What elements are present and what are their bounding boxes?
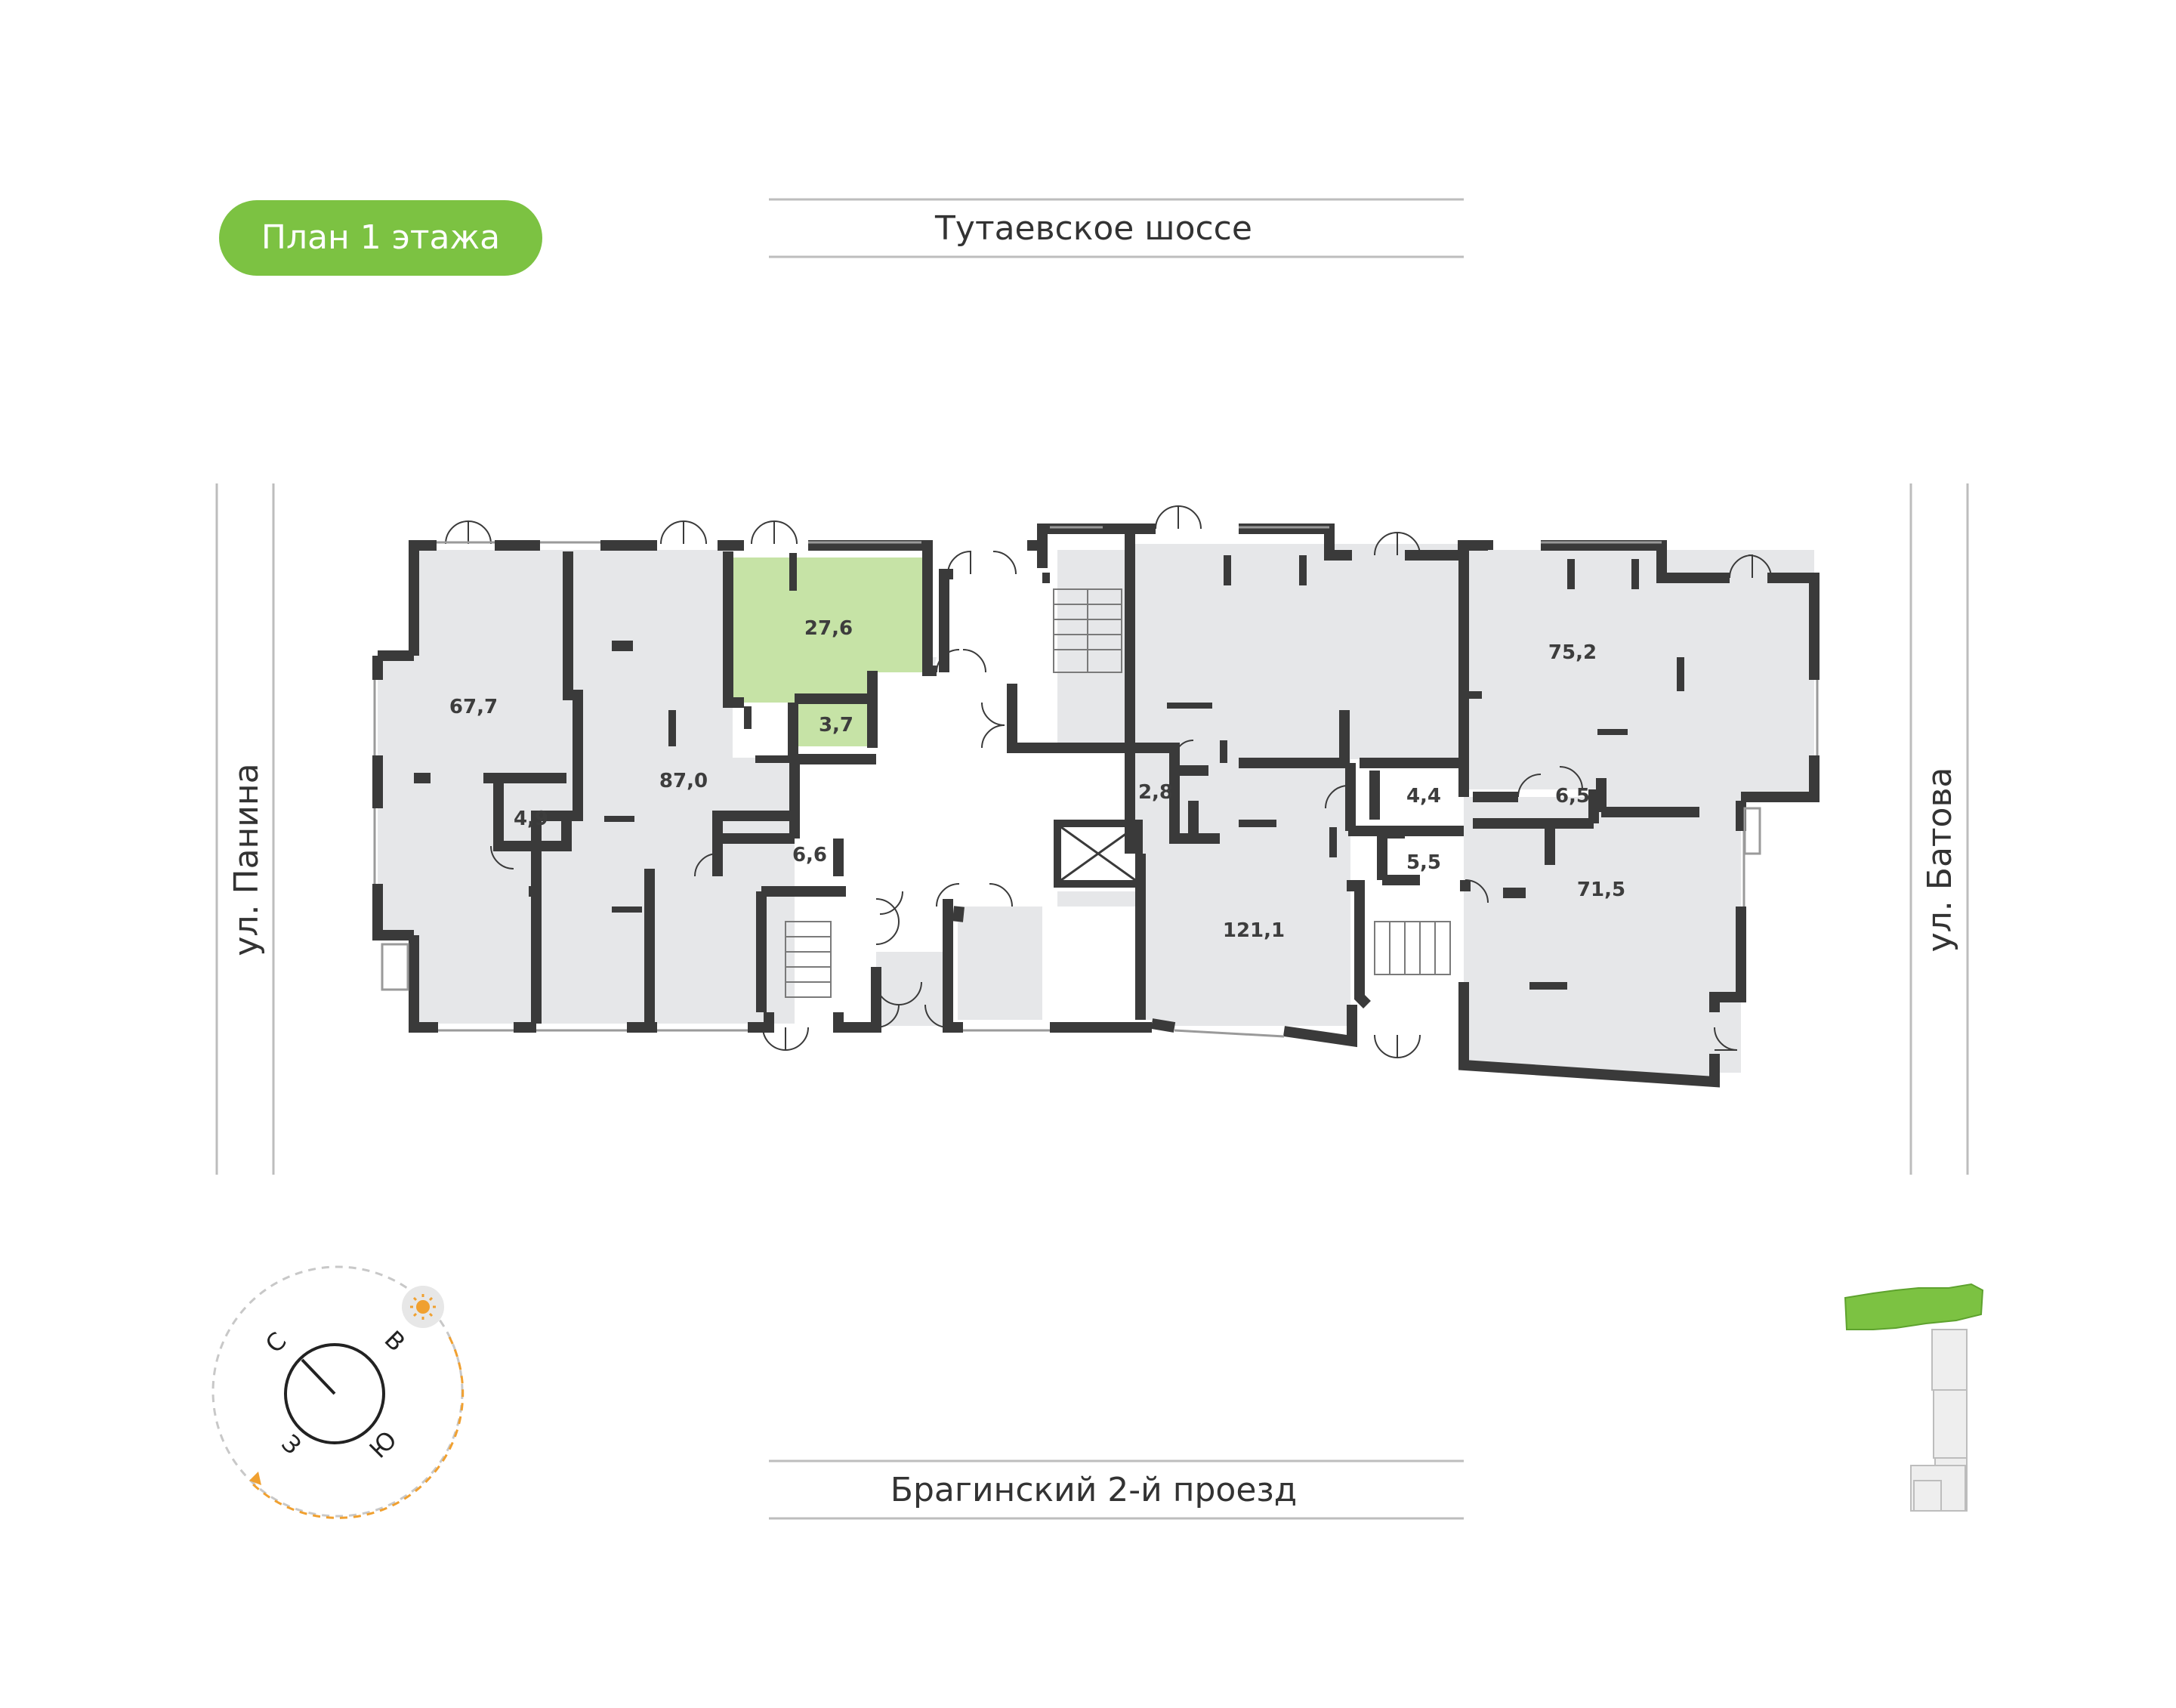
- corridors: [876, 574, 1140, 1027]
- compass-south: Ю: [364, 1425, 403, 1464]
- compass-east: В: [379, 1325, 411, 1357]
- site-minimap: [1844, 1283, 1984, 1512]
- room-label[interactable]: 75,2: [1548, 641, 1597, 664]
- room-label[interactable]: 6,6: [792, 844, 827, 866]
- windows: [373, 526, 1819, 1038]
- compass-north: С: [260, 1327, 292, 1359]
- columns: [604, 553, 1684, 990]
- room-label[interactable]: 2,8: [1138, 781, 1173, 804]
- current-building[interactable]: [1844, 1283, 1984, 1330]
- room-label[interactable]: 4,9: [514, 808, 548, 830]
- compass-west: З: [276, 1429, 307, 1460]
- room-label[interactable]: 6,5: [1555, 785, 1590, 808]
- highlighted-unit[interactable]: [728, 557, 923, 746]
- sun-icon: [402, 1286, 444, 1328]
- room-label[interactable]: 71,5: [1577, 879, 1625, 901]
- street-bottom-label: Брагинский 2-й проезд: [890, 1471, 1297, 1509]
- room-labels: 67,7 87,0 27,6 3,7 4,9 6,6 2,8 121,1 4,4…: [449, 617, 1625, 942]
- street-right-label: ул. Батова: [1921, 768, 1959, 953]
- street-top-label: Тутаевское шоссе: [934, 209, 1252, 248]
- room-label[interactable]: 121,1: [1223, 919, 1285, 942]
- building: 67,7 87,0 27,6 3,7 4,9 6,6 2,8 121,1 4,4…: [372, 505, 1820, 1088]
- floor-badge-label: План 1 этажа: [261, 218, 500, 257]
- street-top: Тутаевское шоссе: [769, 198, 1464, 258]
- compass: С В Ю З: [211, 1265, 465, 1519]
- room-label[interactable]: 4,4: [1406, 785, 1441, 808]
- room-label[interactable]: 27,6: [804, 617, 853, 640]
- room-label[interactable]: 87,0: [659, 770, 708, 792]
- stairs: [785, 588, 1451, 998]
- floor-badge[interactable]: План 1 этажа: [219, 200, 542, 276]
- room-label[interactable]: 5,5: [1406, 851, 1441, 874]
- walls: [372, 524, 1820, 1088]
- room-label[interactable]: 3,7: [819, 714, 853, 737]
- street-bottom: Брагинский 2-й проезд: [769, 1459, 1464, 1520]
- doors: [445, 505, 1772, 1059]
- street-left-label: ул. Панина: [227, 763, 266, 956]
- street-left: ул. Панина: [215, 483, 275, 1175]
- room-label[interactable]: 67,7: [449, 696, 498, 718]
- street-right: ул. Батова: [1909, 483, 1969, 1175]
- elevator: [1054, 820, 1143, 888]
- arrow-icon: [249, 1472, 261, 1485]
